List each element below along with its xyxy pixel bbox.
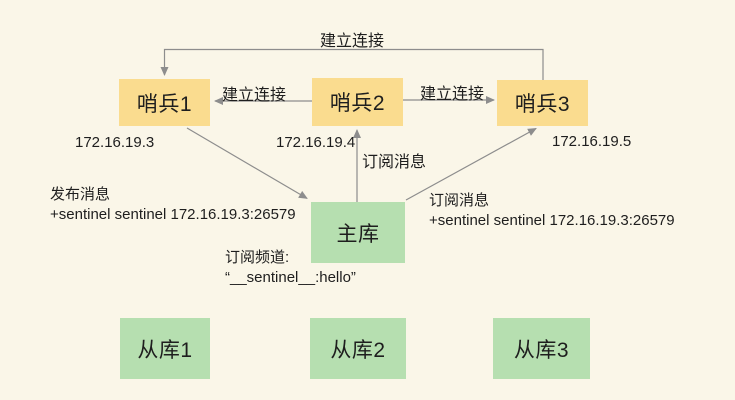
annotation-subscribe-line1: 订阅消息 — [429, 192, 490, 209]
arrow-s3-to-s1 — [160, 48, 544, 80]
sentinel3-ip: 172.16.19.5 — [552, 133, 632, 150]
annotation-subscribe-line2: +sentinel sentinel 172.16.19.3:26579 — [429, 212, 675, 229]
node-sentinel2: 哨兵2 — [312, 78, 403, 126]
node-sentinel1: 哨兵1 — [119, 79, 210, 126]
annotation-publish-line2: +sentinel sentinel 172.16.19.3:26579 — [50, 206, 296, 223]
annotation-publish-line1: 发布消息 — [50, 186, 111, 203]
arrow-master-to-s3 — [405, 127, 537, 201]
annotation-channel-line2: “__sentinel__:hello” — [225, 269, 356, 286]
annotation-subscribe-message: 订阅消息 +sentinel sentinel 172.16.19.3:2657… — [429, 191, 675, 231]
node-master: 主库 — [311, 202, 405, 263]
sentinel2-ip: 172.16.19.4 — [276, 134, 356, 151]
sentinel1-ip: 172.16.19.3 — [75, 134, 155, 151]
node-replica1: 从库1 — [120, 318, 210, 379]
node-replica2: 从库2 — [310, 318, 406, 379]
edge-label-master-to-s2: 订阅消息 — [362, 154, 427, 171]
annotation-channel-line1: 订阅频道: — [225, 249, 290, 266]
arrow-s1-to-master — [186, 127, 308, 199]
edge-label-s2-to-s1: 建立连接 — [221, 87, 287, 104]
edge-label-s2-to-s3: 建立连接 — [419, 86, 485, 103]
annotation-subscribe-channel: 订阅频道: “__sentinel__:hello” — [225, 248, 356, 288]
node-replica3: 从库3 — [493, 318, 590, 379]
annotation-publish-message: 发布消息 +sentinel sentinel 172.16.19.3:2657… — [50, 185, 296, 225]
node-sentinel3: 哨兵3 — [497, 80, 588, 126]
edge-label-top-connect: 建立连接 — [319, 33, 385, 50]
